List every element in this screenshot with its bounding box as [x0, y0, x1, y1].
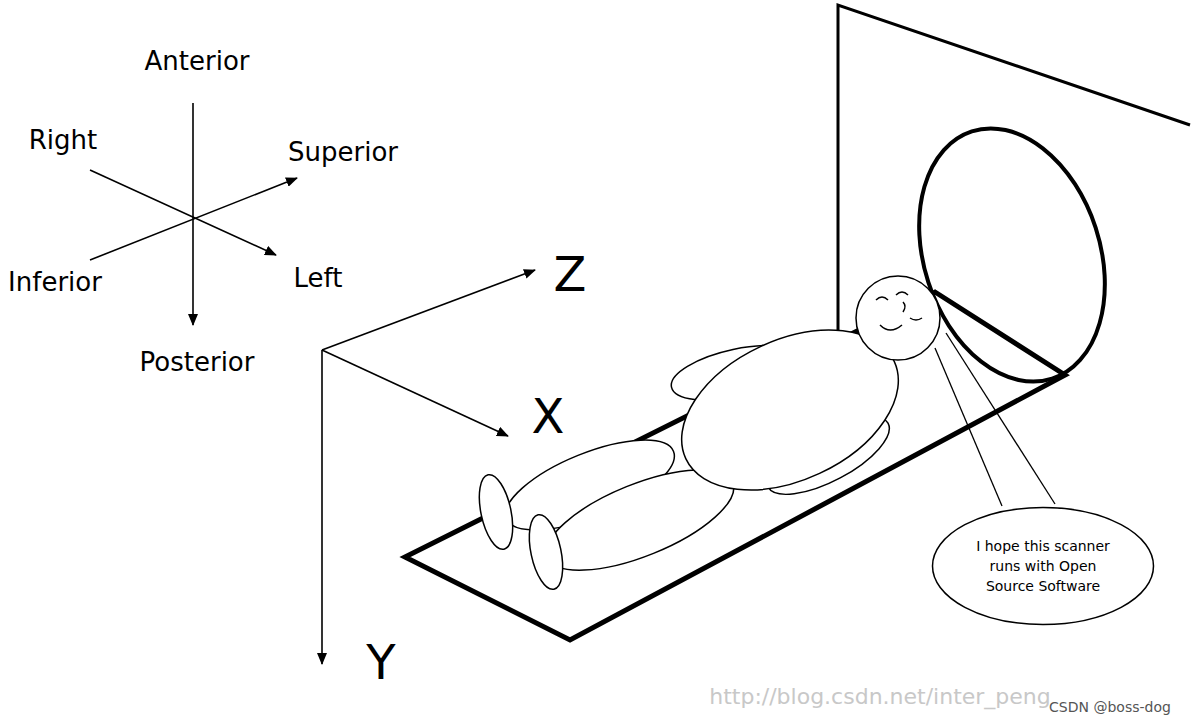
coordinate-axis-label: X [532, 390, 565, 443]
axis-label: Left [294, 264, 343, 293]
watermark: http://blog.csdn.net/inter_peng [709, 685, 1051, 709]
axis-label: Superior [288, 138, 398, 167]
coordinate-axis-label: Z [554, 248, 587, 301]
axis-label: Inferior [8, 268, 102, 297]
watermark: CSDN @boss-dog [1049, 700, 1171, 715]
bubble-text: I hope this scanner runs with Open Sourc… [968, 536, 1118, 597]
axis-label: Anterior [145, 47, 250, 76]
axis-label: Posterior [140, 348, 255, 377]
speech-bubble: I hope this scanner runs with Open Sourc… [931, 506, 1155, 626]
coordinate-axis-label: Y [366, 636, 395, 689]
axis-label: Right [29, 126, 97, 155]
